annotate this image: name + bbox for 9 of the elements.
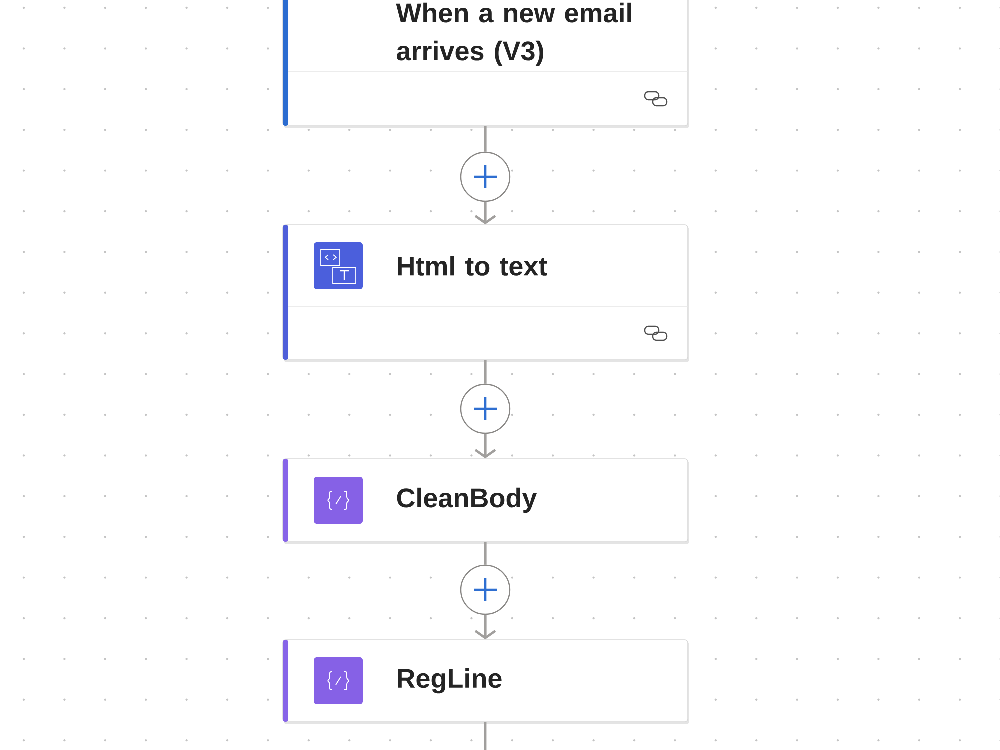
add-step-button <box>460 384 511 434</box>
connector-arrow <box>474 434 496 459</box>
add-step-button <box>460 564 511 616</box>
add-step-button <box>460 152 511 202</box>
action-card: When a new email arrives (V3) <box>282 0 690 128</box>
action-card: RegLine <box>282 640 690 724</box>
action-card: Html to text <box>282 224 690 362</box>
connector-arrow <box>474 615 496 640</box>
action-card: CleanBody <box>282 458 690 544</box>
